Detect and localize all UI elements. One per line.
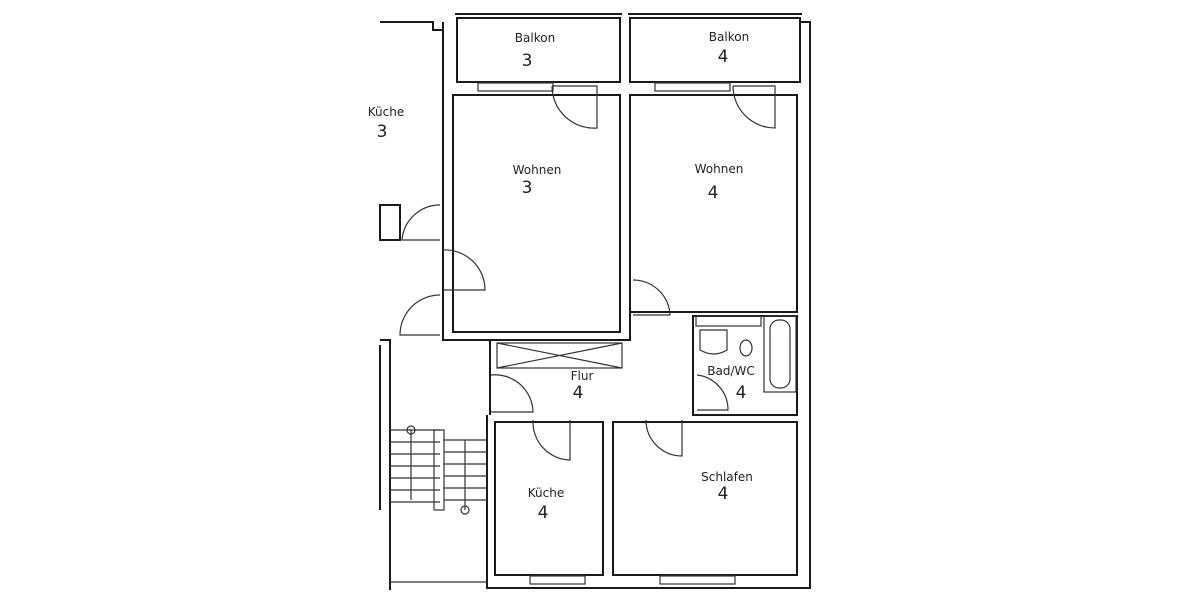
room-schlafen-4: Schlafen 4 [701,470,753,504]
room-unit: 4 [718,484,729,504]
room-unit: 3 [522,51,533,71]
staircase [390,425,487,515]
room-balkon-3: Balkon 3 [515,31,555,71]
room-name: Schlafen [701,470,753,484]
room-unit: 4 [718,47,729,67]
doors [399,85,776,461]
room-unit: 4 [736,383,747,403]
windows [477,82,736,585]
room-bad-4: Bad/WC 4 [707,364,755,403]
room-name: Wohnen [513,163,562,177]
room-unit: 3 [522,178,533,198]
room-unit: 4 [708,183,719,203]
room-name: Küche [368,105,404,119]
room-name: Küche [528,486,564,500]
room-unit: 3 [377,122,388,142]
room-kueche-4: Küche 4 [528,486,564,523]
room-flur-4: Flur 4 [571,369,594,403]
bathroom-fixtures [695,315,797,393]
room-name: Balkon [709,30,749,44]
room-balkon-4: Balkon 4 [709,30,749,67]
room-name: Flur [571,369,594,383]
room-wohnen-4: Wohnen 4 [695,162,744,203]
walls [379,13,811,590]
room-wohnen-3: Wohnen 3 [513,163,562,198]
room-name: Wohnen [695,162,744,176]
sink-icon [699,329,728,355]
room-unit: 4 [538,503,549,523]
room-unit: 4 [573,383,584,403]
room-kueche-3: Küche 3 [368,105,404,142]
room-name: Bad/WC [707,364,755,378]
toilet-icon [739,339,753,357]
room-name: Balkon [515,31,555,45]
